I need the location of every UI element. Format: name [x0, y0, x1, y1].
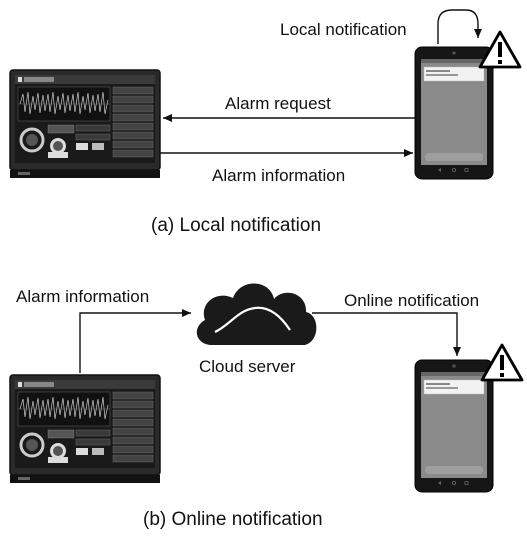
cloud-icon — [196, 283, 317, 345]
panel-a — [8, 9, 522, 180]
cloud-server-label: Cloud server — [199, 357, 296, 376]
caption-b: (b) Online notification — [143, 509, 323, 530]
local-notification-label: Local notification — [280, 20, 407, 39]
panel-b — [8, 283, 524, 493]
alarm-request-label: Alarm request — [225, 94, 331, 113]
hmi-panel-icon — [8, 373, 162, 485]
online-notification-arrow — [312, 312, 461, 356]
hmi-panel-icon — [8, 68, 162, 180]
local-notification-arrow — [437, 9, 482, 44]
online-notification-label: Online notification — [344, 291, 480, 310]
alarm-information-label: Alarm information — [16, 287, 150, 306]
alarm-information-label: Alarm information — [212, 166, 346, 185]
alarm-information-to-cloud-arrow — [79, 309, 191, 373]
caption-a: (a) Local notification — [151, 215, 322, 236]
